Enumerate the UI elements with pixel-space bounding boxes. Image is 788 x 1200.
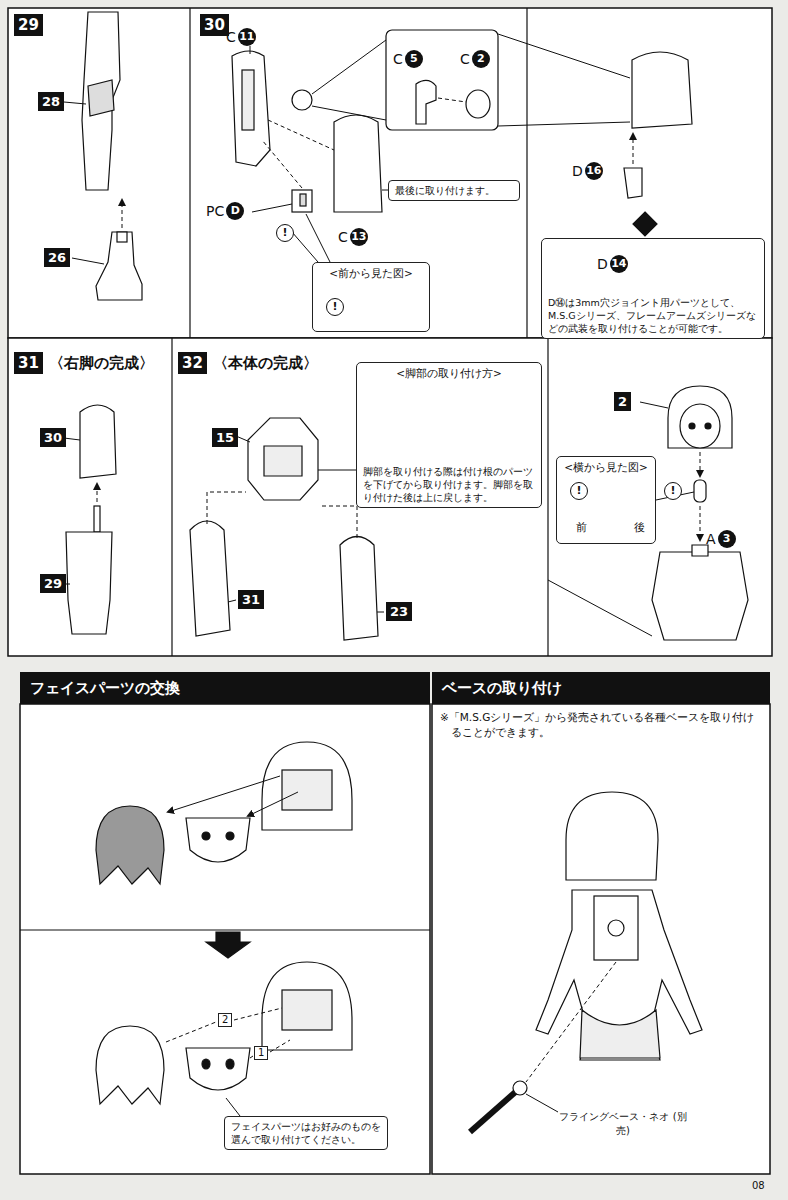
part-number: 29 <box>40 574 66 593</box>
part-letter: C <box>338 229 348 245</box>
step-number: 29 <box>14 14 43 36</box>
step-title: 〈本体の完成〉 <box>213 354 318 373</box>
step-number: 30 <box>200 14 229 36</box>
note-text: 最後に取り付けます。 <box>395 184 513 197</box>
label: フライングベース・ネオ (別売) <box>556 1110 690 1137</box>
view-box: <脚部の取り付け方> 脚部を取り付ける際は付け根のパーツを下げてから取り付けます。… <box>356 362 542 508</box>
label: 前 <box>576 520 587 535</box>
step-title: 〈右脚の完成〉 <box>49 354 154 373</box>
caution-mark: ! <box>276 224 294 242</box>
part-circle-number: 14 <box>610 255 628 273</box>
part-letter: PC <box>206 203 224 219</box>
caution-mark: ! <box>326 298 344 316</box>
part-code: D14 <box>597 253 628 273</box>
part-number: 31 <box>238 590 264 609</box>
step-number: 31 〈右脚の完成〉 <box>14 352 154 374</box>
order-number: 2 <box>218 1013 232 1027</box>
part-circle-number: D <box>226 202 244 220</box>
view-title: <脚部の取り付け方> <box>363 366 535 380</box>
step-number: 30 <box>200 14 229 36</box>
part-letter: D <box>597 256 608 272</box>
label-text: 29 <box>44 576 62 591</box>
order-number: 1 <box>254 1046 268 1060</box>
part-circle-number: 13 <box>350 228 368 246</box>
label-text: 31 <box>242 592 260 607</box>
step-number: 32 〈本体の完成〉 <box>178 352 318 374</box>
part-number: 23 <box>386 602 412 621</box>
part-circle-number: 2 <box>472 50 490 68</box>
part-code: C2 <box>460 48 490 68</box>
part-code: PCD <box>206 200 244 220</box>
part-circle-number: 5 <box>405 50 423 68</box>
caution-mark: ! <box>570 482 588 500</box>
label-text: 2 <box>618 394 627 409</box>
label-text: 2 <box>222 1014 228 1025</box>
label-text: フェイスパーツの交換 <box>30 679 180 697</box>
note-box: 最後に取り付けます。 <box>388 180 520 201</box>
label-text: 30 <box>44 430 62 445</box>
part-letter: C <box>393 51 403 67</box>
label: ※「M.S.Gシリーズ」から発売されている各種ベースを取り付けることができます。 <box>440 710 762 740</box>
section-header: ベースの取り付け <box>432 672 770 704</box>
label-text: 26 <box>48 250 66 265</box>
part-number: 26 <box>44 248 70 267</box>
part-code: D16 <box>572 160 603 180</box>
part-code: A3 <box>706 528 736 548</box>
part-number: 30 <box>40 428 66 447</box>
label-text: 1 <box>258 1047 264 1058</box>
part-code: C11 <box>226 26 256 46</box>
part-circle-number: 3 <box>718 530 736 548</box>
view-title: <横から見た図> <box>563 460 649 474</box>
label: 後 <box>634 520 645 535</box>
step-number: 29 <box>14 14 43 36</box>
label-text: 23 <box>390 604 408 619</box>
label-text: ベースの取り付け <box>442 679 562 697</box>
part-code: C13 <box>338 226 368 246</box>
view-box: D⑭は3mm穴ジョイント用パーツとして、M.S.Gシリーズ、フレームアームズシリ… <box>541 238 765 339</box>
note-text: D⑭は3mm穴ジョイント用パーツとして、M.S.Gシリーズ、フレームアームズシリ… <box>548 297 758 335</box>
step-number: 31 <box>14 352 43 374</box>
caution-mark: ! <box>664 482 682 500</box>
part-number: 15 <box>212 428 238 447</box>
part-number: 2 <box>614 392 631 411</box>
label-text: 28 <box>42 94 60 109</box>
label-text: 15 <box>216 430 234 445</box>
step-number: 32 <box>178 352 207 374</box>
note-text: 脚部を取り付ける際は付け根のパーツを下げてから取り付けます。脚部を取り付けた後は… <box>363 466 535 504</box>
part-letter: D <box>572 163 583 179</box>
view-box: <前から見た図> <box>312 262 430 332</box>
part-code: C5 <box>393 48 423 68</box>
part-number: 28 <box>38 92 64 111</box>
part-circle-number: 11 <box>238 28 256 46</box>
label: 08 <box>752 1180 765 1191</box>
part-letter: A <box>706 531 716 547</box>
note-text: フェイスパーツはお好みのものを選んで取り付けてください。 <box>231 1120 381 1146</box>
view-title: <前から見た図> <box>319 266 423 280</box>
part-letter: C <box>226 29 236 45</box>
part-letter: C <box>460 51 470 67</box>
note-box: フェイスパーツはお好みのものを選んで取り付けてください。 <box>224 1116 388 1150</box>
part-circle-number: 16 <box>585 162 603 180</box>
section-header: フェイスパーツの交換 <box>20 672 430 704</box>
